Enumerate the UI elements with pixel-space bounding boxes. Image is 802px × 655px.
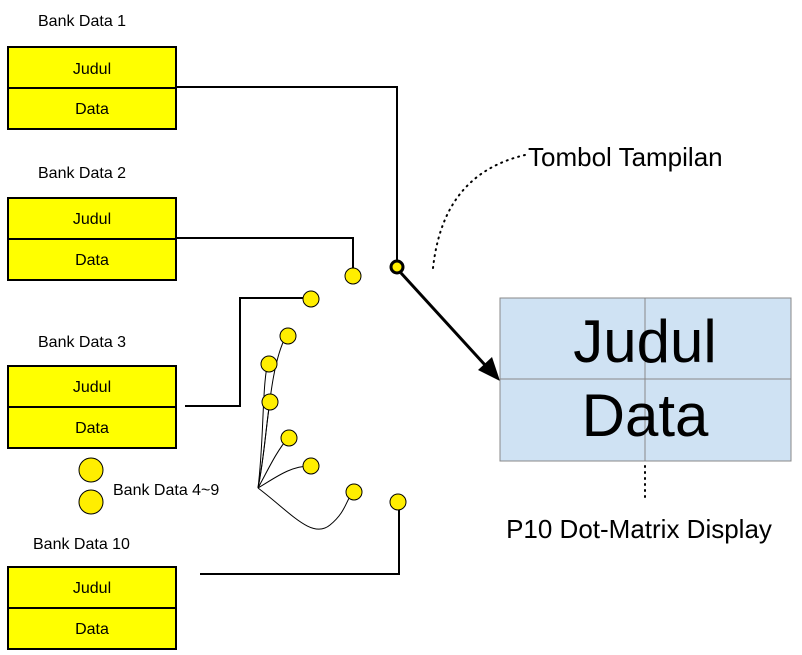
bank-1-block: [7, 46, 177, 130]
contact-bank-10: [389, 493, 407, 511]
contact-bank-4: [279, 327, 297, 345]
contact-bank-2: [344, 267, 362, 285]
contact-bank-6: [261, 393, 279, 411]
bank-4-9-circle-bottom: [78, 489, 104, 515]
contact-bank-8: [302, 457, 320, 475]
bank-10-block: [7, 566, 177, 650]
bank-3-block: [7, 365, 177, 449]
selector-arm: [399, 271, 487, 367]
wire-bank-3: [185, 297, 303, 407]
contact-bank-3: [302, 290, 320, 308]
display-data: Data: [582, 382, 709, 449]
wire-bank-1: [176, 86, 398, 260]
wire-bank-10: [200, 510, 400, 575]
bank-3-title: Bank Data 3: [38, 334, 126, 351]
bank-10-judul: Judul: [73, 580, 111, 597]
contact-bank-9: [345, 483, 363, 501]
bank-10-title: Bank Data 10: [33, 536, 130, 553]
display-caption: P10 Dot-Matrix Display: [506, 514, 772, 544]
bank-2-title: Bank Data 2: [38, 165, 126, 182]
bank-2-judul: Judul: [73, 211, 111, 228]
wire-bank-2: [176, 237, 354, 268]
display-judul: Judul: [573, 308, 716, 375]
bank-4-9-circle-top: [78, 457, 104, 483]
contact-bank-7: [280, 429, 298, 447]
bank-3-judul: Judul: [73, 379, 111, 396]
selector-arrowhead-icon: [478, 357, 500, 381]
contact-bank-5: [260, 355, 278, 373]
selector-pivot: [389, 259, 405, 275]
p10-display: [499, 297, 792, 462]
bank-1-judul: Judul: [73, 61, 111, 78]
bank-2-data: Data: [75, 252, 109, 269]
bank-2-block: [7, 197, 177, 281]
bank-4-9-label: Bank Data 4~9: [113, 482, 219, 499]
bank-1-title: Bank Data 1: [38, 13, 126, 30]
switch-label: Tombol Tampilan: [528, 142, 723, 172]
bank-1-data: Data: [75, 101, 109, 118]
bank-3-data: Data: [75, 420, 109, 437]
bank-10-data: Data: [75, 621, 109, 638]
switch-pointer-dotted: [432, 154, 526, 269]
